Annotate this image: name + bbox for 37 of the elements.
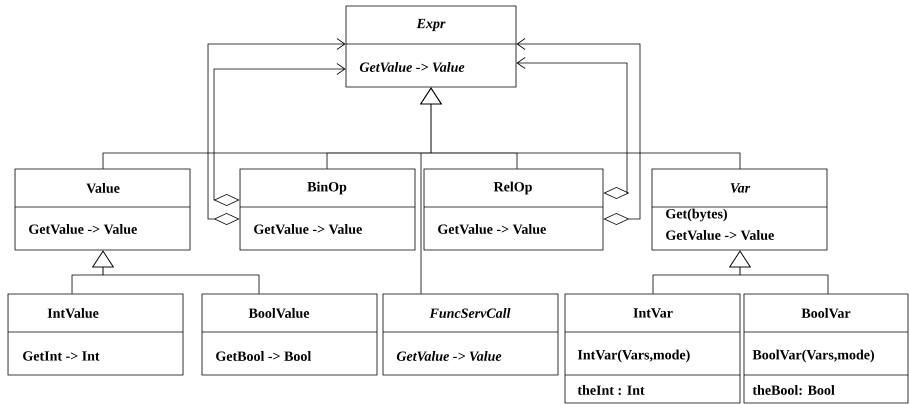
class-box bbox=[744, 294, 908, 404]
member-text: GetValue -> Value bbox=[254, 224, 362, 234]
aggregation-arrow bbox=[516, 38, 640, 225]
member-text: theBool: Bool bbox=[752, 385, 835, 395]
class-box bbox=[240, 168, 416, 250]
member-text: GetValue -> Value bbox=[29, 224, 137, 234]
member-text: Get(bytes) bbox=[666, 208, 727, 222]
aggregation-arrow bbox=[516, 57, 630, 199]
member-text: GetValue -> Value bbox=[360, 62, 464, 72]
aggregation-arrow bbox=[214, 63, 346, 206]
class-box bbox=[424, 168, 604, 250]
class-name: IntVar bbox=[634, 308, 673, 318]
class-name: BinOp bbox=[307, 182, 346, 194]
member-text: GetInt -> Int bbox=[23, 351, 100, 361]
class-box bbox=[8, 294, 184, 376]
member-text: GetValue -> Value bbox=[438, 224, 546, 234]
class-name: Expr bbox=[416, 18, 446, 32]
class-box bbox=[382, 294, 558, 376]
class-box bbox=[652, 168, 828, 250]
member-text: IntVar(Vars,mode) bbox=[578, 350, 690, 362]
class-box bbox=[202, 294, 378, 376]
class-name: IntValue bbox=[48, 308, 98, 318]
member-text: GetValue -> Value bbox=[666, 230, 774, 240]
member-text: GetValue -> Value bbox=[396, 351, 502, 361]
member-text: theInt : Int bbox=[578, 385, 645, 395]
class-box bbox=[346, 6, 516, 88]
class-name: Value bbox=[86, 183, 120, 193]
class-name: BoolValue bbox=[248, 308, 310, 318]
class-name: Var bbox=[730, 183, 750, 193]
class-box bbox=[564, 294, 740, 404]
class-name: BoolVar bbox=[802, 308, 850, 318]
aggregation-arrow bbox=[208, 38, 346, 225]
member-text: GetBool -> Bool bbox=[216, 351, 312, 361]
class-name: FuncServCall bbox=[430, 308, 510, 318]
class-name: RelOp bbox=[494, 182, 532, 194]
class-box bbox=[14, 168, 190, 250]
member-text: BoolVar(Vars,mode) bbox=[752, 350, 874, 362]
